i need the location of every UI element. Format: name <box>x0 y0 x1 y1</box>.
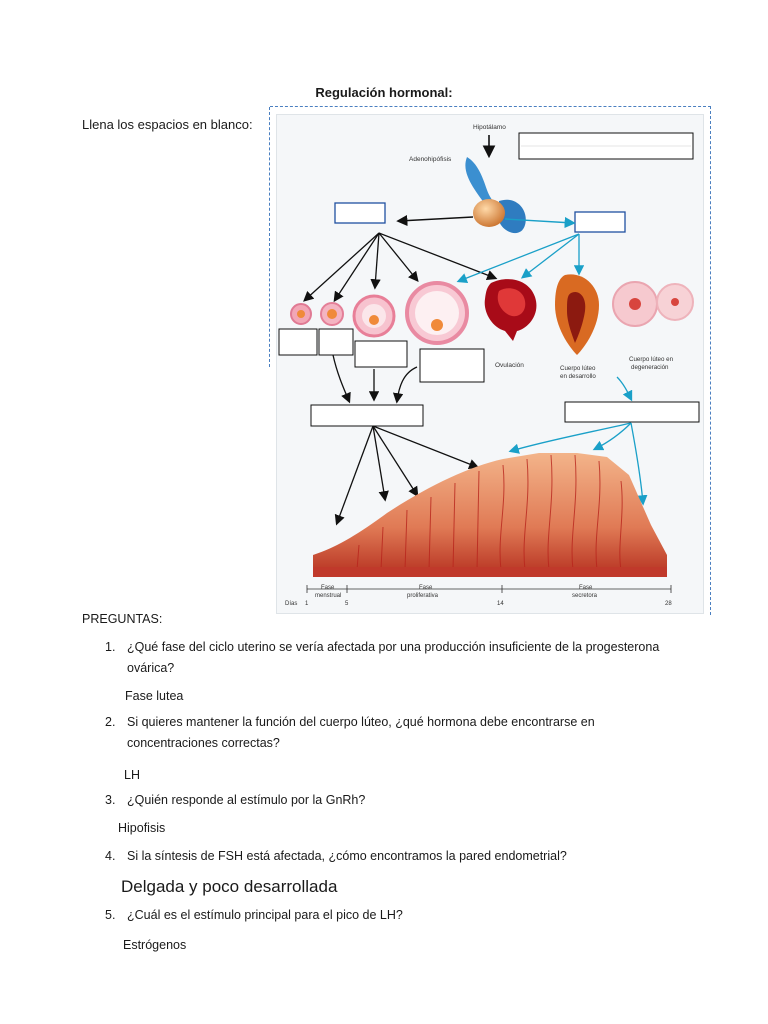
question-2: 2. Si quieres mantener la función del cu… <box>105 715 595 750</box>
days-label: Días <box>285 601 297 607</box>
endometrium-glands <box>356 454 623 571</box>
blank-box-fsh[interactable] <box>334 202 386 224</box>
answer-4: Delgada y poco desarrollada <box>121 877 338 896</box>
corpus-dev-label-2: en desarrollo <box>560 373 596 380</box>
adenohypophysis-gland <box>473 199 505 227</box>
blank-box-follicle-1[interactable] <box>278 328 318 356</box>
phase-secret-label-1: Fase <box>579 585 593 591</box>
endometrium-layer <box>313 453 667 577</box>
questions-heading: PREGUNTAS: <box>82 612 163 626</box>
page-title: Regulación hormonal: <box>315 85 453 100</box>
adenohypophysis-label: Adenohipófisis <box>409 156 452 163</box>
blank-box-follicle-3[interactable] <box>354 340 408 368</box>
day-1-label: 1 <box>305 601 309 607</box>
question-1: 1. ¿Qué fase del ciclo uterino se vería … <box>105 640 660 675</box>
answer-3: Hipofisis <box>118 821 166 835</box>
ovulation-label: Ovulación <box>495 362 524 369</box>
answer-2: LH <box>124 768 140 782</box>
blank-box-follicle-4[interactable] <box>419 348 485 383</box>
phase-menstrual-label-2: menstrual <box>315 593 341 599</box>
blank-box-progesterone[interactable] <box>564 401 700 423</box>
phase-prolif-label-1: Fase <box>419 585 433 591</box>
hormonal-regulation-figure: Hipotálamo Adenohipófisis Ovulación Cuer… <box>276 114 704 614</box>
corpus-dev-label-1: Cuerpo lúteo <box>560 365 596 372</box>
corpus-deg-label-2: degeneración <box>631 364 669 371</box>
phase-menstrual-label-1: Fase <box>321 585 335 591</box>
answer-1: Fase lutea <box>125 689 184 703</box>
day-14-label: 14 <box>497 601 504 607</box>
figure-frame <box>269 106 711 615</box>
corpus-deg-label-1: Cuerpo lúteo en <box>629 356 674 363</box>
instruction-text: Llena los espacios en blanco: <box>82 117 253 132</box>
blank-box-lh[interactable] <box>574 211 626 233</box>
question-5: 5. ¿Cuál es el estímulo principal para e… <box>105 908 403 922</box>
question-3: 3. ¿Quién responde al estímulo por la Gn… <box>105 793 366 807</box>
day-5-label: 5 <box>345 601 349 607</box>
blank-box-follicle-2[interactable] <box>318 328 354 356</box>
phase-prolif-label-2: proliferativa <box>407 593 439 599</box>
question-4: 4. Si la síntesis de FSH está afectada, … <box>105 849 567 863</box>
phase-secret-label-2: secretora <box>572 593 598 599</box>
day-28-label: 28 <box>665 601 672 607</box>
blank-box-estrogen[interactable] <box>310 404 424 427</box>
pituitary-lobe <box>499 199 526 234</box>
answer-5: Estrógenos <box>123 938 187 952</box>
hypothalamus-label: Hipotálamo <box>473 124 506 131</box>
